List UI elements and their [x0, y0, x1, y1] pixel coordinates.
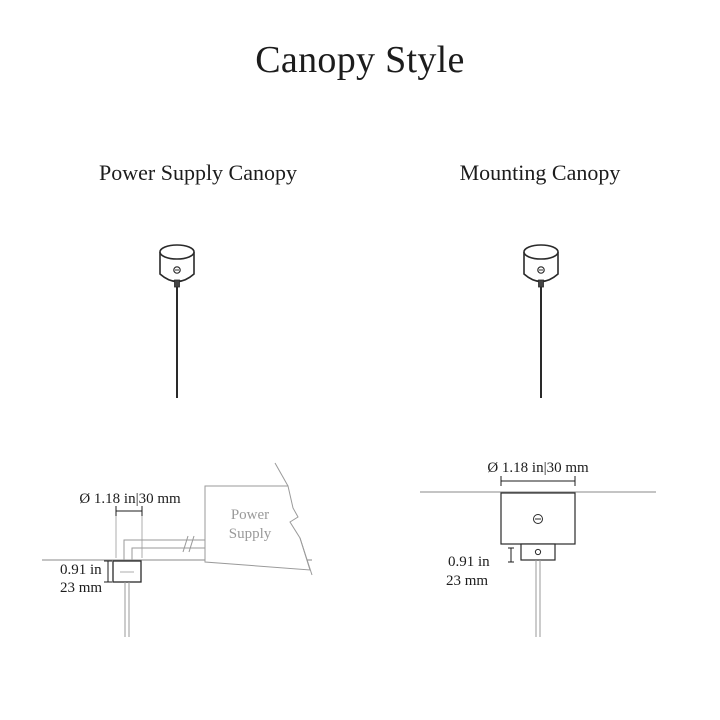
power-supply-canopy-diagram: Ø 1.18 in|30 mm Power Supply 0.91 in 23 … — [42, 462, 313, 637]
mounting-canopy-diagram: Ø 1.18 in|30 mm 0.91 in 23 mm — [420, 460, 656, 637]
power-supply-canopy-illustration — [159, 244, 195, 398]
left-height-label-in: 0.91 in — [60, 562, 102, 578]
mounting-canopy-heading: Mounting Canopy — [459, 160, 621, 185]
mounting-canopy-illustration — [523, 244, 559, 398]
power-supply-label-line1: Power — [231, 507, 269, 523]
left-height-label-mm: 23 mm — [60, 580, 102, 596]
power-supply-canopy-heading: Power Supply Canopy — [99, 160, 297, 185]
left-diameter-label: Ø 1.18 in|30 mm — [79, 491, 181, 507]
power-supply-label-line2: Supply — [229, 526, 272, 542]
right-height-label-in: 0.91 in — [448, 554, 490, 570]
right-height-label-mm: 23 mm — [446, 573, 488, 589]
page-title: Canopy Style — [255, 39, 465, 81]
left-canopy-block — [112, 560, 142, 583]
right-diameter-label: Ø 1.18 in|30 mm — [487, 460, 589, 476]
